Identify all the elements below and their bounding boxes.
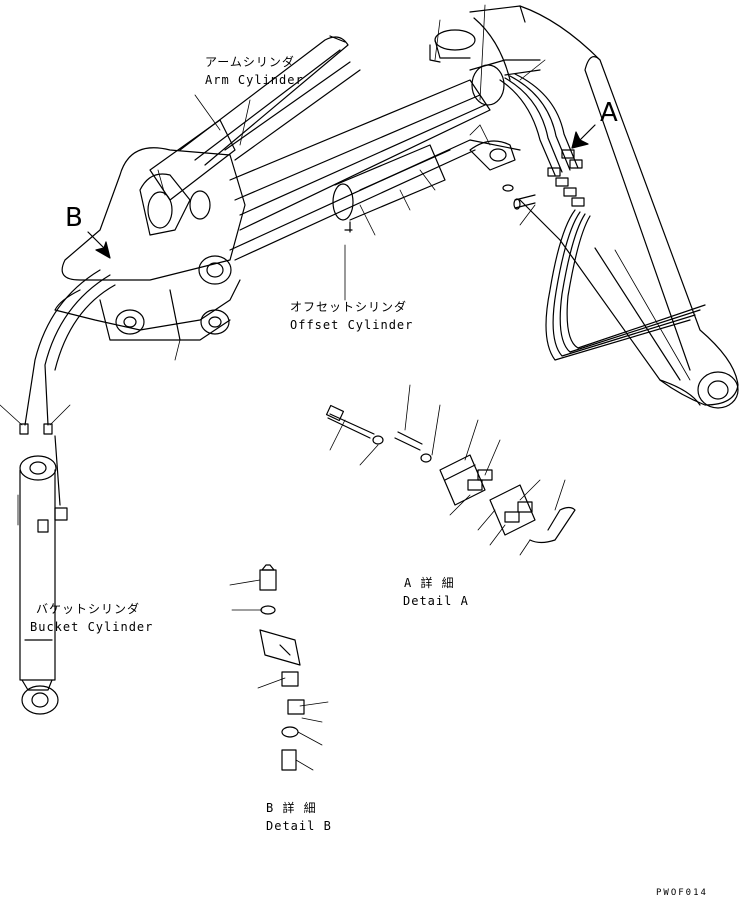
bucket-cylinder [19,435,68,715]
detail-b-label-en: Detail B [266,819,332,833]
view-arrow-a [571,124,596,149]
arm-cylinder [149,35,361,201]
detail-a-label-en: Detail A [403,594,469,608]
boom-outline [469,5,739,409]
detail-b-parts [259,564,305,771]
boom-hose-bundle [499,73,706,381]
view-b-marker: B [65,203,83,233]
detail-b-label-jp: B 詳 細 [266,801,317,815]
detail-a-label-jp: A 詳 細 [404,576,455,590]
detail-a-parts [325,404,576,544]
arm-cylinder-label-jp: アームシリンダ [205,55,295,69]
bucket-cylinder-label-jp: バケットシリンダ [36,602,141,616]
offset-cylinder-label-en: Offset Cylinder [290,318,414,332]
arm-cylinder-label-en: Arm Cylinder [205,73,304,87]
bucket-hose-pair [19,269,116,435]
view-a-marker: A [600,98,618,128]
drawing-code: PWOF014 [656,888,708,898]
view-arrow-b [87,231,111,259]
hose-clamp-top [469,140,536,210]
bucket-cylinder-label-en: Bucket Cylinder [30,620,154,634]
arm-body [54,147,246,341]
fitting-cluster-a [547,149,585,207]
offset-cylinder-label-jp: オフセットシリンダ [290,300,408,314]
offset-cylinder [332,144,451,233]
leader-lines [0,4,691,771]
arm-tube [229,59,541,261]
